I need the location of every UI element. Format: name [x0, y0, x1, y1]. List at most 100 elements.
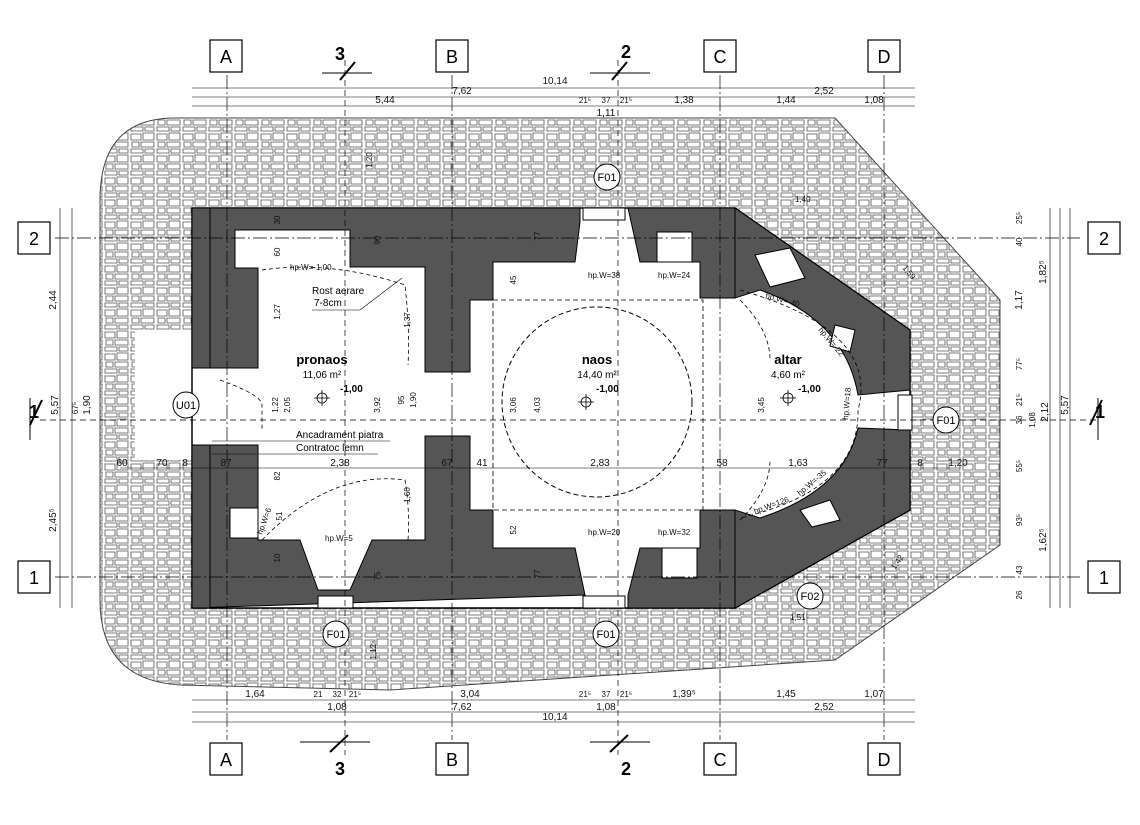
dim-right-93: 93⁵: [1015, 514, 1024, 526]
tag-f01-top: F01: [593, 163, 621, 191]
dimension-lines: [59, 87, 1071, 723]
dim-left-244: 2,44: [48, 290, 59, 310]
room-level-altar: -1,00: [798, 384, 821, 395]
svg-text:D: D: [878, 750, 891, 770]
dim-v-403: 4,03: [533, 397, 542, 413]
dim-bottom-21c: 21⁵: [579, 690, 591, 699]
note-ancadrament: Ancadrament piatra: [296, 430, 384, 441]
dim-top-544: 5,44: [375, 95, 395, 106]
room-name-altar: altar: [774, 352, 801, 367]
svg-text:2: 2: [1099, 229, 1109, 249]
axis-lines: [55, 75, 1080, 740]
dim-bottom-304: 3,04: [460, 689, 480, 700]
dim-v-77: 77: [533, 231, 542, 240]
dim-inner-77: 77: [876, 458, 888, 469]
dim-inner-41: 41: [476, 458, 488, 469]
dim-inner-58: 58: [716, 458, 728, 469]
dim-bottom-21: 21: [314, 690, 323, 699]
section-marker-3-bottom: 3: [300, 734, 370, 779]
dim-top-total: 10,14: [542, 76, 567, 87]
note-rost: Rost aerare: [312, 286, 365, 297]
section-marker-2-bottom: 2: [590, 734, 650, 779]
naos-dome-outline: [501, 306, 693, 498]
room-area-altar: 4,60 m²: [771, 370, 806, 381]
dim-left-190: 1,90: [82, 395, 93, 415]
hp-naos-top-right: hp.W=24: [658, 271, 691, 280]
axis-tag-c-top: C: [703, 39, 737, 73]
dim-top-111: 1,11: [597, 108, 616, 119]
dim-right-212: 2,12: [1040, 402, 1051, 422]
svg-text:F01: F01: [937, 415, 956, 427]
svg-text:F01: F01: [597, 629, 616, 641]
room-name-pronaos: pronaos: [296, 352, 347, 367]
axis-tag-c-bottom: C: [703, 742, 737, 776]
axis-tag-d-top: D: [867, 39, 901, 73]
svg-text:A: A: [220, 750, 232, 770]
dim-bottom-37: 37: [602, 690, 611, 699]
dim-top-21a: 21⁵: [579, 96, 591, 105]
section-marker-2-top: 2: [590, 42, 650, 81]
svg-text:3: 3: [335, 759, 345, 779]
note-rost-leader-2: [359, 277, 403, 311]
note-rost-size: 7-8cm: [314, 298, 342, 309]
dim-bottom-139: 1,39⁵: [672, 689, 696, 700]
dim-left-67: 67⁵: [71, 402, 80, 414]
hp-naos-bottom-right: hp.W=32: [658, 528, 691, 537]
axis-tag-2-right: 2: [1087, 221, 1121, 255]
dim-top-21b: 21⁵: [620, 96, 632, 105]
dim-top-37: 37: [602, 96, 611, 105]
dim-right-25: 25⁵: [1015, 212, 1024, 224]
hp-altar-3: hp.W=18: [841, 387, 853, 420]
dim-top-252: 2,52: [814, 86, 834, 97]
dim-bottom-107: 1,07: [864, 689, 884, 700]
walls: [191, 207, 911, 609]
svg-text:3: 3: [335, 44, 345, 64]
dim-inner-238: 2,38: [330, 458, 350, 469]
dim-bottom-145: 1,45: [776, 689, 796, 700]
dim-v-190: 1,90: [409, 392, 418, 408]
tag-f02: F02: [796, 582, 824, 610]
hp-pronaos-bottom: hp.W=5: [325, 534, 353, 543]
dim-bottom-total: 10,14: [542, 712, 567, 723]
dim-right-36: 36: [1015, 415, 1024, 424]
tag-u01: U01: [172, 391, 200, 419]
hp-pronaos-top: hp.W=-1,00: [290, 263, 332, 272]
dim-inner-163: 1,63: [788, 458, 808, 469]
dim-inner-283: 2,83: [590, 458, 610, 469]
svg-text:1: 1: [29, 402, 39, 422]
svg-text:1: 1: [1095, 402, 1105, 422]
tag-f01-bottom-left: F01: [322, 620, 350, 648]
dim-top-108: 1,08: [864, 95, 884, 106]
dim-right-557: 5,57: [1060, 395, 1071, 415]
dim-right-40: 40: [1015, 237, 1024, 246]
dim-right-26: 26: [1015, 590, 1024, 599]
dim-v-90: 90: [373, 235, 382, 244]
section-marker-3-top: 3: [322, 44, 372, 81]
dim-bottom-108b: 1,08: [596, 702, 616, 713]
dim-r-151: 1,51⁵: [790, 613, 809, 622]
room-level-pronaos: -1,00: [340, 384, 363, 395]
dim-right-21: 21⁵: [1015, 394, 1024, 406]
naos-ceiling-outline: [492, 299, 704, 511]
svg-text:A: A: [220, 47, 232, 67]
room-level-naos: -1,00: [596, 384, 619, 395]
dim-v-392: 3,92: [373, 397, 382, 413]
door-swings: [219, 266, 771, 541]
dim-right-108: 1,08: [1028, 412, 1037, 428]
dim-v-10: 10: [273, 553, 282, 562]
dim-v-51: 51: [275, 511, 284, 520]
tag-f01-bottom-right: F01: [592, 620, 620, 648]
section-marker-1-right: 1: [1089, 398, 1105, 440]
axis-tag-b-top: B: [435, 39, 469, 73]
svg-text:U01: U01: [176, 400, 196, 412]
dim-v-127: 1,27: [273, 304, 282, 320]
dim-inner-8b: 8: [917, 458, 923, 469]
axis-tag-a-top: A: [209, 39, 243, 73]
dim-v-45: 45: [509, 275, 518, 284]
dim-left-557: 5,57: [50, 395, 61, 415]
dim-top-138: 1,38: [674, 95, 694, 106]
dim-right-182: 1,82⁵: [1038, 260, 1049, 284]
dim-inner-67: 67: [441, 458, 453, 469]
section-marker-1-left: 1: [29, 398, 43, 440]
